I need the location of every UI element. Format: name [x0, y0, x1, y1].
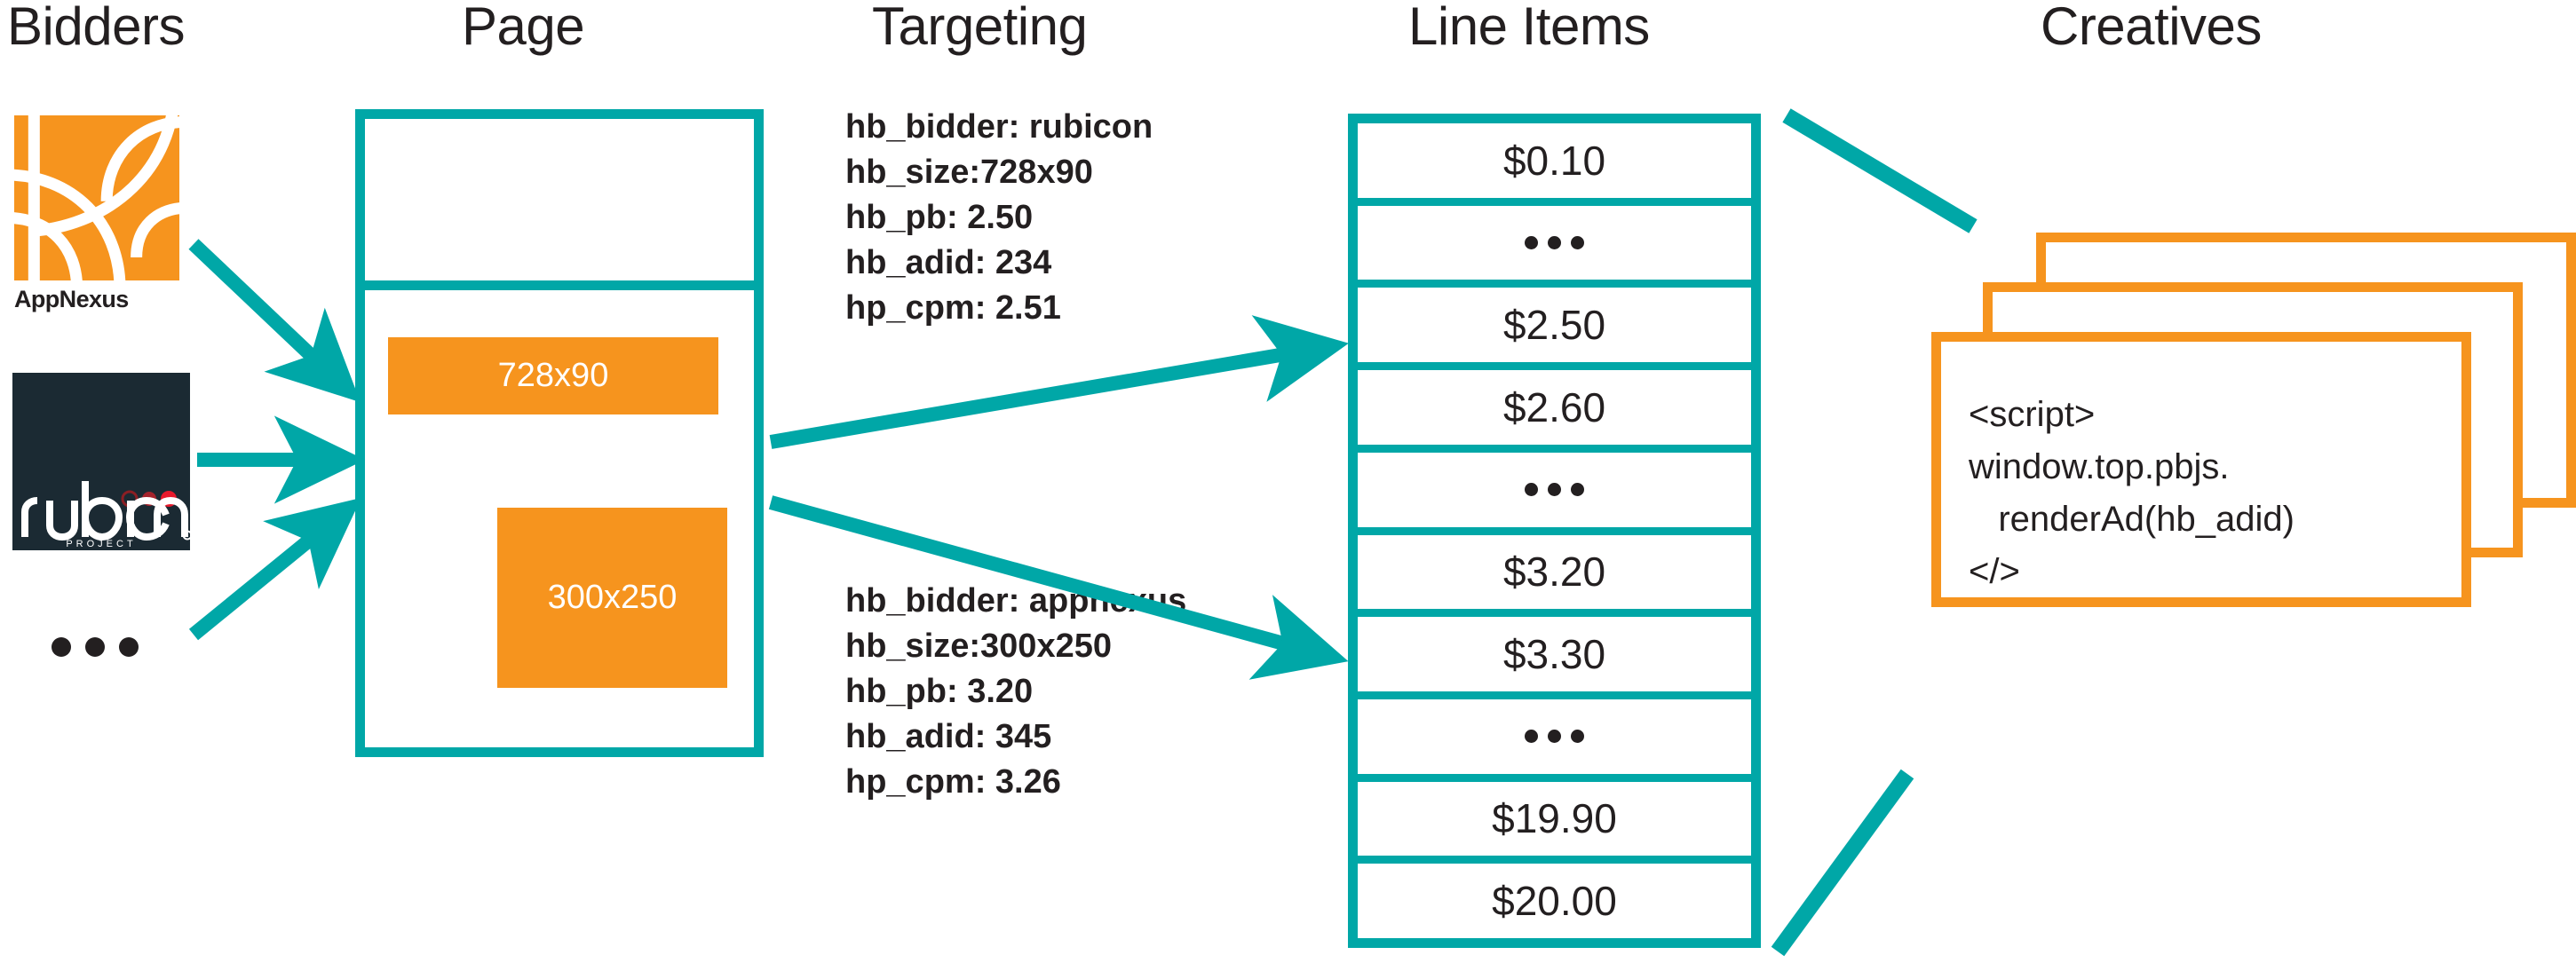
ad-slot-medium-rectangle[interactable]: 300x250: [497, 508, 727, 688]
line-item-row[interactable]: $3.20: [1358, 535, 1751, 618]
line-item-row[interactable]: $2.60: [1358, 370, 1751, 453]
targeting-line-hb-size: hb_size:728x90: [845, 154, 1093, 191]
appnexus-logo-icon: [14, 115, 179, 280]
rubicon-project-logo-icon: PROJECT: [12, 373, 193, 550]
column-title-targeting: Targeting: [872, 0, 1088, 56]
creative-script-code: <script> window.top.pbjs. renderAd(hb_ad…: [1969, 395, 2295, 591]
arrow-appnexus-to-page: [188, 239, 361, 403]
targeting-line-hp-cpm: hp_cpm: 3.26: [845, 763, 1061, 801]
targeting-line-hb-pb: hb_pb: 2.50: [845, 199, 1034, 236]
ad-slot-leaderboard[interactable]: 728x90: [388, 337, 718, 414]
targeting-line-hb-bidder: hb_bidder: appnexus: [845, 582, 1187, 620]
column-title-line-items: Line Items: [1408, 0, 1650, 56]
line-item-row[interactable]: $2.50: [1358, 288, 1751, 371]
targeting-line-hb-adid: hb_adid: 234: [845, 244, 1052, 281]
line-item-row[interactable]: $0.10: [1358, 123, 1751, 206]
svg-text:PROJECT: PROJECT: [66, 539, 136, 549]
line-item-row-ellipsis: [1358, 699, 1751, 782]
line-item-row-ellipsis: [1358, 453, 1751, 535]
column-title-bidders: Bidders: [7, 0, 185, 56]
page-section-divider: [355, 280, 764, 290]
arrow-page-to-line-item-250: [769, 315, 1349, 449]
line-item-row[interactable]: $3.30: [1358, 617, 1751, 699]
connector-line-items-to-creatives-bottom: [1771, 769, 1914, 957]
connector-line-items-to-creatives-top: [1782, 108, 1978, 233]
targeting-line-hb-adid: hb_adid: 345: [845, 718, 1052, 755]
appnexus-wordmark: AppNexus: [14, 286, 129, 312]
line-item-row[interactable]: $19.90: [1358, 782, 1751, 864]
line-item-row-ellipsis: [1358, 206, 1751, 288]
targeting-block-rubicon: hb_bidder: rubicon hb_size:728x90 hb_pb:…: [845, 105, 1153, 331]
column-title-creatives: Creatives: [2041, 0, 2262, 56]
targeting-line-hb-bidder: hb_bidder: rubicon: [845, 108, 1153, 146]
arrow-other-bidders-to-page: [188, 497, 361, 641]
targeting-line-hp-cpm: hp_cpm: 2.51: [845, 289, 1061, 327]
line-item-row[interactable]: $20.00: [1492, 878, 1617, 925]
line-items-table: $0.10 $2.50 $2.60 $3.20 $3.30 $19.90 $20…: [1348, 114, 1761, 948]
bidders-more-ellipsis: [52, 637, 158, 673]
targeting-line-hb-size: hb_size:300x250: [845, 628, 1112, 665]
column-title-page: Page: [462, 0, 585, 56]
targeting-block-appnexus: hb_bidder: appnexus hb_size:300x250 hb_p…: [845, 579, 1186, 805]
creative-card-front[interactable]: [1931, 332, 2471, 607]
targeting-line-hb-pb: hb_pb: 3.20: [845, 673, 1034, 710]
